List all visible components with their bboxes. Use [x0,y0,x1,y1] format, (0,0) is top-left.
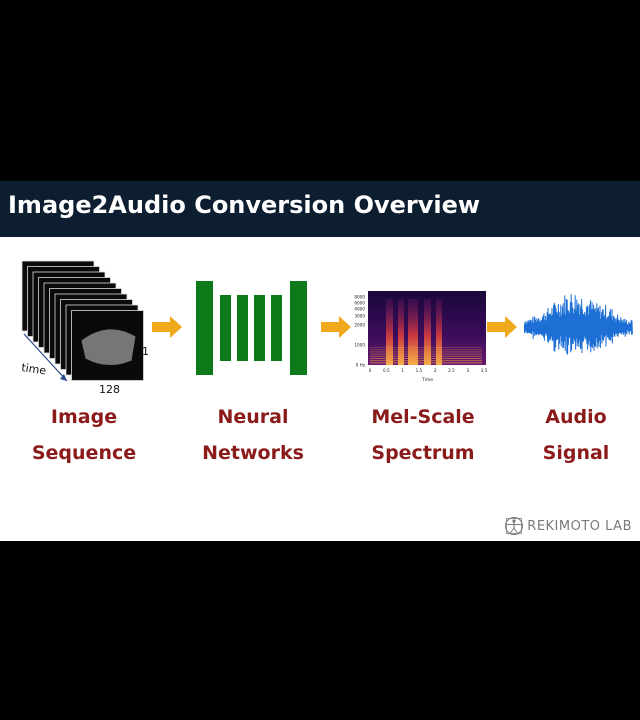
spectrogram-y-tick-label: 3000 [354,314,365,319]
stage-label-mel-scale-spectrum: Mel-Scale Spectrum [371,406,475,464]
width-dimension-label: 128 [99,383,120,396]
spectrogram-x-tick-label: 0.5 [383,368,390,373]
image-sequence-illustration: time 128 1 [21,260,149,396]
spectrogram-x-tick-label: 2 [434,368,437,373]
spectrogram-x-tick-label: 2.5 [448,368,455,373]
spectrogram-harmonic [370,362,482,364]
time-axis-label: time [21,361,48,377]
spectrogram-y-tick-label: 4000 [354,307,365,312]
slide: Image2Audio Conversion Overview time 128… [0,181,640,541]
waveform-trace [524,294,633,355]
spectrogram-harmonic [370,358,482,359]
vitruvian-man-icon [505,517,524,535]
spectrogram-energy-band [398,299,404,365]
spectrogram-x-axis-label: Time [421,377,433,383]
spectrogram-y-tick-label: 1000 [354,343,365,348]
spectrogram-x-tick-label: 3.5 [481,368,488,373]
spectrogram-harmonic [370,360,482,362]
logo-text: REKIMOTO LAB [527,518,632,534]
spectrogram-x-tick-label: 3 [466,368,469,373]
spectrogram-energy-band [408,299,418,365]
spectrogram-energy-band [436,299,442,365]
depth-dimension-label: 1 [142,345,149,358]
arrow-icon [487,316,517,338]
spectrogram-y-tick-label: 2000 [354,323,365,328]
spectrogram-harmonic [370,351,482,353]
stage-label-neural-networks: Neural Networks [202,406,304,464]
arrow-icon [152,316,182,338]
spectrogram-x-tick-label: 1.5 [416,368,423,373]
title-bar: Image2Audio Conversion Overview [0,181,640,237]
spectrogram-x-tick-label: 0 [369,368,372,373]
neural-network-illustration [196,281,307,375]
ultrasound-texture [81,329,136,366]
spectrogram-x-tick-label: 1 [401,368,404,373]
spectrogram-energy-band [386,299,393,365]
rekimoto-lab-logo: REKIMOTO LAB [504,515,632,537]
arrow-icon [321,316,351,338]
spectrogram-energy-band [424,299,431,365]
spectrogram-y-tick-label: 8000 [354,295,365,300]
spectrogram-y-tick-label: 6000 [354,301,365,306]
audio-waveform-illustration [524,294,633,355]
spectrogram-y-tick-label: 0 Hz [356,363,366,368]
stage-label-image-sequence: Image Sequence [31,406,137,464]
stage-label-audio-signal: Audio Signal [542,406,610,464]
spectrogram-harmonic [370,353,482,355]
spectrogram-harmonic [370,347,482,348]
spectrogram-harmonic [370,349,482,351]
slide-title: Image2Audio Conversion Overview [8,191,481,219]
spectrogram-harmonic [370,355,482,357]
